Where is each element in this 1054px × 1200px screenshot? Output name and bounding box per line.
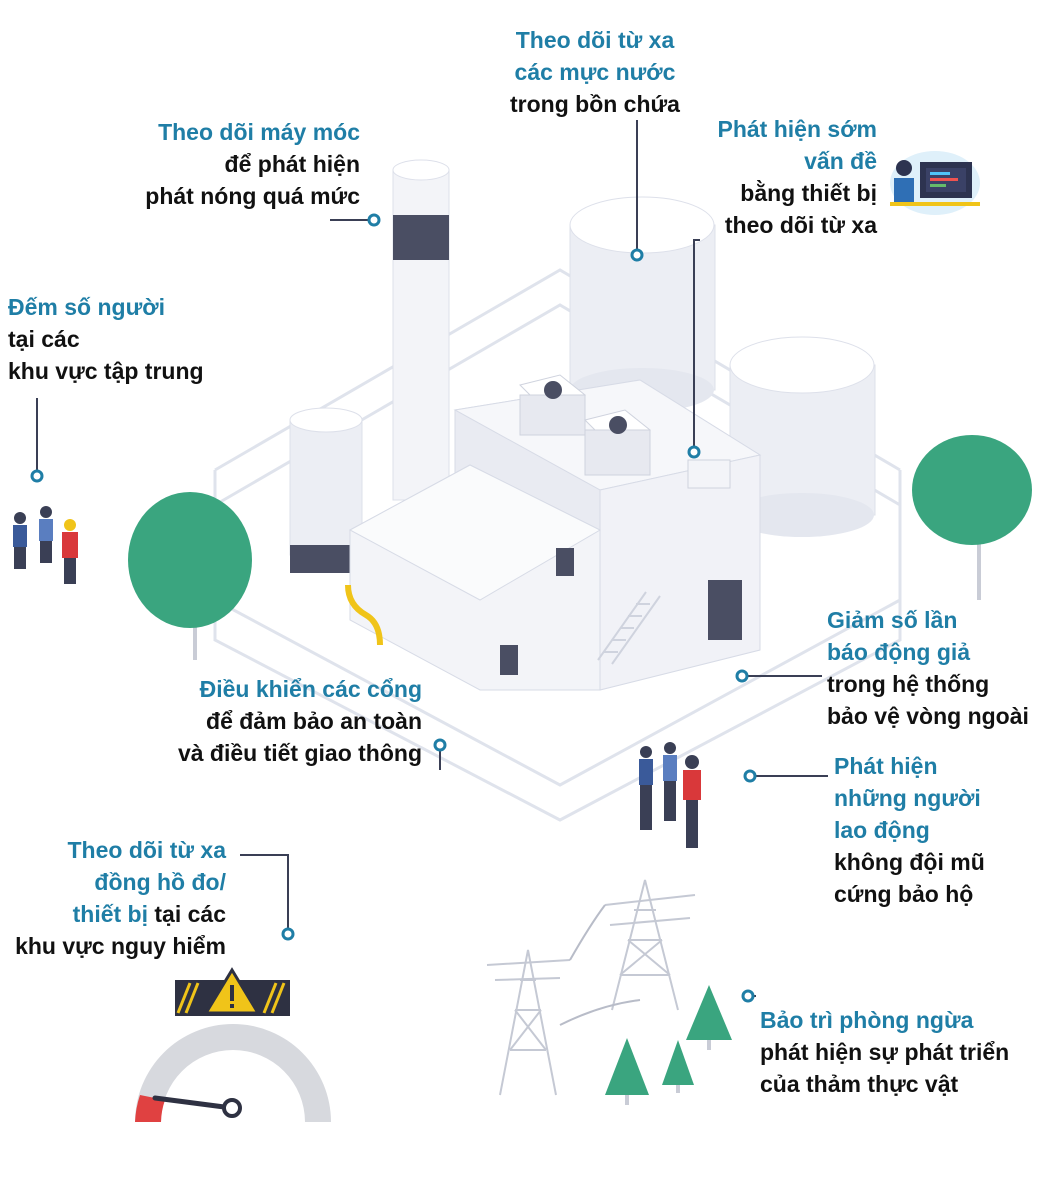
label-water-level-title-1: Theo dõi từ xa [515, 27, 675, 53]
label-machines-body-1: để phát hiện [224, 151, 360, 177]
tree-icon [128, 492, 252, 660]
label-vegetation-title: Bảo trì phòng ngừa [760, 1007, 974, 1033]
label-water-level-body-1: trong bồn chứa [510, 91, 680, 117]
label-alarm-title-2: báo động giả [827, 639, 971, 665]
label-people-count: Đếm số người tại các khu vực tập trung [8, 291, 248, 387]
label-early-body-2: theo dõi từ xa [724, 212, 877, 238]
label-gates-body-2: và điều tiết giao thông [177, 740, 422, 766]
label-people-body-2: khu vực tập trung [8, 358, 204, 384]
warning-icon [175, 967, 290, 1016]
power-tower-icon [486, 879, 696, 1096]
label-gauges-title-2: đồng hồ đo/ [94, 869, 226, 895]
label-people-title: Đếm số người [8, 294, 165, 320]
gauge-icon [135, 1024, 331, 1122]
label-gauges-title-3: thiết bị [72, 901, 148, 927]
person-icon [639, 746, 653, 830]
label-helmet-body-1: không đội mũ [834, 849, 985, 875]
workers-group-right [639, 742, 701, 848]
label-people-body-1: tại các [8, 326, 80, 352]
factory-building [345, 374, 762, 691]
label-helmet-title-3: lao động [834, 817, 930, 843]
label-vegetation: Bảo trì phòng ngừa phát hiện sự phát tri… [760, 1004, 1050, 1100]
label-gauges-title-1: Theo dõi từ xa [67, 837, 227, 863]
water-tank-large [569, 196, 716, 412]
tree-icon [912, 435, 1032, 600]
label-early-detection: Phát hiện sớm vấn đề bằng thiết bị theo … [690, 113, 878, 241]
label-helmet-title-2: những người [834, 785, 981, 811]
fan-icon [584, 409, 651, 476]
person-icon [13, 512, 27, 569]
label-early-body-1: bằng thiết bị [740, 180, 877, 206]
person-icon [62, 519, 78, 584]
label-false-alarm: Giảm số lần báo động giả trong hệ thống … [827, 604, 1052, 732]
person-icon [663, 742, 677, 821]
leader-dots [30, 213, 757, 1003]
label-early-title-1: Phát hiện sớm [717, 116, 878, 142]
label-helmet-body-2: cứng bảo hộ [834, 881, 974, 907]
label-gates: Điều khiển các cổng để đảm bảo an toàn v… [140, 673, 422, 769]
label-vegetation-body-1: phát hiện sự phát triển [760, 1039, 1010, 1065]
label-gauges: Theo dõi từ xa đồng hồ đo/ thiết bị tại … [0, 834, 226, 962]
label-machines: Theo dõi máy móc để phát hiện phát nóng … [120, 116, 360, 212]
label-helmet-detection: Phát hiện những người lao động không đội… [834, 750, 1034, 910]
label-early-title-2: vấn đề [804, 148, 877, 174]
leader-lines [36, 120, 828, 997]
fan-icon [519, 374, 586, 436]
label-machines-title: Theo dõi máy móc [158, 119, 360, 145]
label-alarm-title-1: Giảm số lần [827, 607, 958, 633]
label-water-level-title-2: các mực nước [514, 59, 676, 85]
chimney [392, 159, 450, 501]
person-icon [39, 506, 53, 563]
person-icon [683, 755, 701, 848]
label-alarm-body-1: trong hệ thống [827, 671, 990, 697]
label-alarm-body-2: bảo vệ vòng ngoài [827, 703, 1029, 729]
label-helmet-title-1: Phát hiện [834, 753, 938, 779]
label-water-level: Theo dõi từ xa các mực nước trong bồn ch… [495, 24, 695, 120]
label-gates-title: Điều khiển các cổng [199, 676, 422, 702]
label-gauges-body-1: khu vực nguy hiểm [15, 933, 226, 959]
label-machines-body-2: phát nóng quá mức [145, 183, 360, 209]
tree-icon [662, 1040, 694, 1093]
tree-icon [686, 985, 732, 1050]
label-gates-body-1: để đảm bảo an toàn [206, 708, 422, 734]
label-gauges-inline: tại các [154, 901, 226, 927]
workers-group-left [13, 506, 78, 584]
label-vegetation-body-2: của thảm thực vật [760, 1071, 959, 1097]
tree-icon [605, 1038, 649, 1105]
monitor-icon [890, 151, 980, 215]
